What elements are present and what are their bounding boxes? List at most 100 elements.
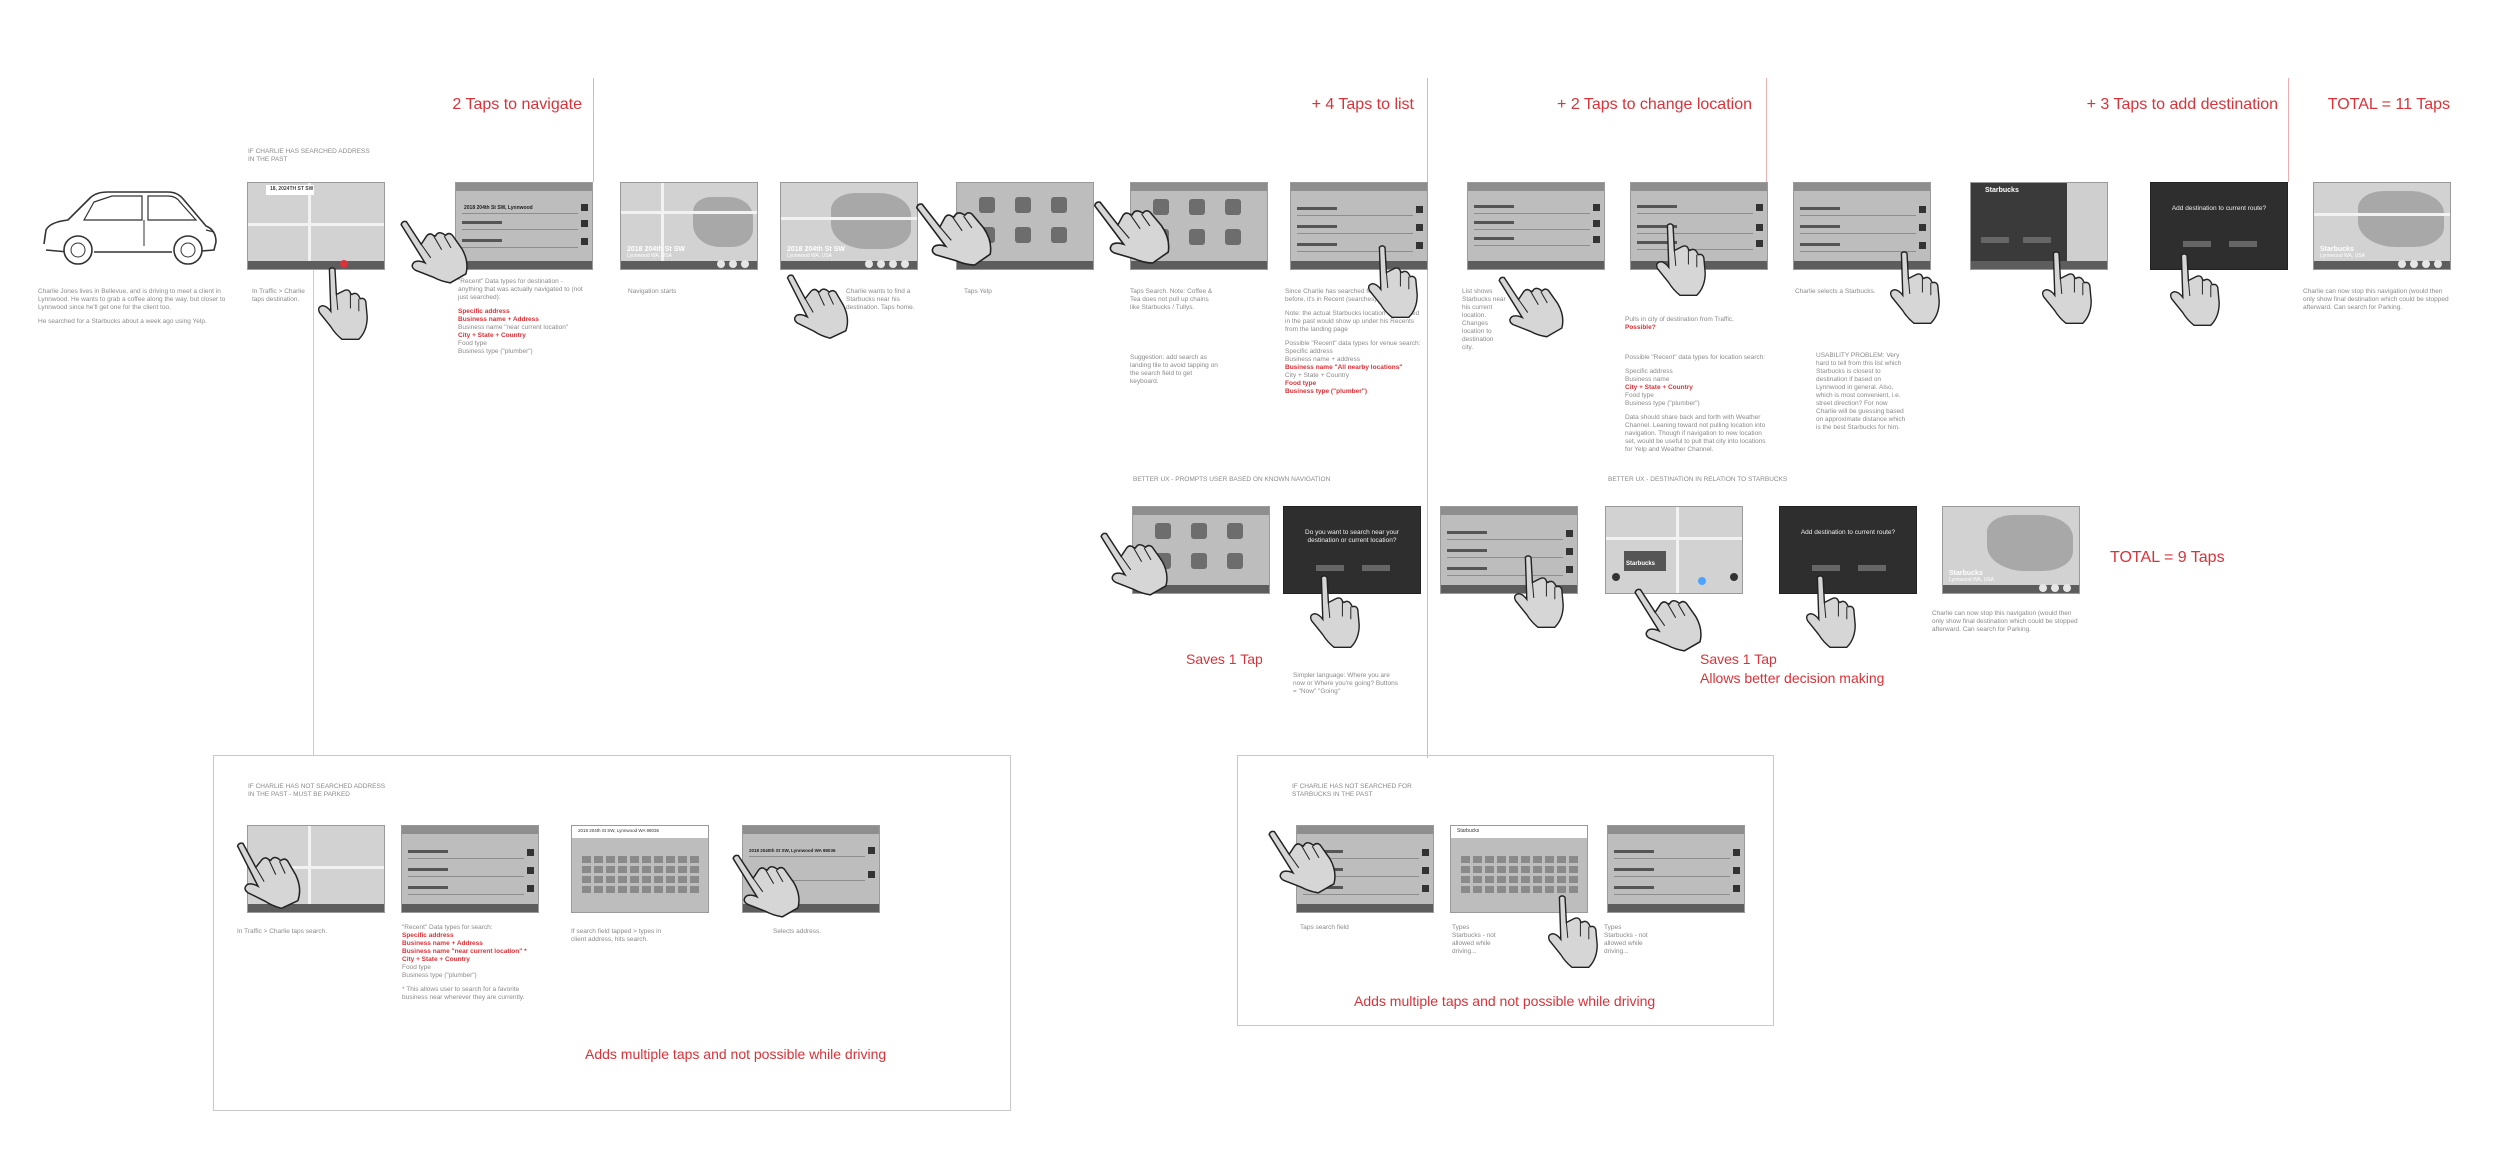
keyboard-key: [582, 886, 591, 893]
keyboard-key: [1485, 856, 1494, 863]
keyboard-key: [606, 866, 615, 873]
section-label: IF CHARLIE HAS SEARCHED ADDRESS IN THE P…: [248, 148, 370, 163]
keyboard-key: [1545, 856, 1554, 863]
caption-s8: List shows Starbucks near his current lo…: [1462, 288, 1506, 351]
keyboard-key: [1557, 866, 1566, 873]
caption-l3: If search field tapped > types in client…: [571, 928, 662, 943]
keyboard-key: [1545, 886, 1554, 893]
screen-better-add-destination: Add destination to current route?: [1779, 506, 1917, 594]
screen-final-route: Starbucks Lynnwood WA, USA: [2313, 182, 2451, 270]
keyboard-key: [690, 856, 699, 863]
keyboard-key: [666, 866, 675, 873]
header-total-9: TOTAL = 9 Taps: [2110, 549, 2225, 566]
keyboard-key: [654, 876, 663, 883]
keyboard-key: [1497, 876, 1506, 883]
caption-l2: "Recent" Data types for search: Specific…: [402, 924, 527, 1001]
keyboard-key: [630, 856, 639, 863]
caption-l4: Selects address.: [773, 928, 822, 935]
screen-starbucks-list-current: [1467, 182, 1605, 270]
caption-s10-usability: USABILITY PROBLEM: Very hard to tell fro…: [1816, 352, 1906, 431]
keyboard-key: [654, 886, 663, 893]
keyboard-key: [618, 876, 627, 883]
caption-s13: Charlie can now stop this navigation (wo…: [2303, 288, 2449, 311]
dialog-text: Add destination to current route?: [1800, 529, 1896, 536]
keyboard-key: [1533, 876, 1542, 883]
screen-better-prompt: Do you want to search near your destinat…: [1283, 506, 1421, 594]
keyboard-key: [1557, 856, 1566, 863]
keyboard-key: [690, 886, 699, 893]
keyboard-key: [1509, 876, 1518, 883]
caption-s7: Since Charlie has searched for Starbucks…: [1285, 288, 1421, 395]
keyboard-key: [594, 866, 603, 873]
tap-hand-icon: [2041, 251, 2092, 324]
screen-title: 2018 204th St SW: [627, 246, 685, 253]
caption-s6: Taps Search. Note: Coffee & Tea does not…: [1130, 288, 1213, 311]
tap-hand-icon: [1513, 555, 1564, 628]
caption-s2: "Recent" Data types for destination - an…: [458, 278, 583, 355]
keyboard-key: [1509, 856, 1518, 863]
keyboard-key: [582, 856, 591, 863]
keyboard-key: [690, 876, 699, 883]
caption-s3: Navigation starts: [628, 288, 677, 295]
screen-map-traffic: 18, 2024TH ST SW: [247, 182, 385, 270]
keyboard-key: [654, 856, 663, 863]
header-total-11: TOTAL = 11 Taps: [2327, 96, 2450, 113]
keyboard-key: [1509, 886, 1518, 893]
keyboard-key: [1569, 866, 1578, 873]
screen-navigation-home: 2018 204th St SW Lynnwood WA, USA: [780, 182, 918, 270]
note-saves-1-tap-2: Saves 1 Tap: [1700, 651, 1777, 667]
divider-line: [1766, 78, 1767, 182]
dialog-text: Add destination to current route?: [2171, 205, 2267, 212]
keyboard-key: [606, 876, 615, 883]
screen-subtitle: Lynnwood WA, USA: [627, 253, 672, 259]
section-label: BETTER UX - DESTINATION IN RELATION TO S…: [1608, 476, 1788, 483]
screen-better-home: [1132, 506, 1270, 594]
keyboard-key: [642, 876, 651, 883]
keyboard-key: [1473, 856, 1482, 863]
panel-not-searched-address: [213, 755, 1011, 1111]
caption-s4: Charlie wants to find a Starbucks near h…: [846, 288, 915, 311]
keyboard-key: [1497, 886, 1506, 893]
keyboard-key: [1533, 866, 1542, 873]
tap-hand-icon: [1655, 223, 1706, 296]
keyboard-key: [630, 866, 639, 873]
screen-right-recent: [1296, 825, 1434, 913]
screen-left-recent: [401, 825, 539, 913]
screen-subtitle: Lynnwood WA, USA: [787, 253, 832, 259]
dialog-text: Do you want to search near your destinat…: [1305, 529, 1399, 544]
caption-s10: Charlie selects a Starbucks.: [1795, 288, 1876, 295]
keyboard-key: [678, 886, 687, 893]
screen-yelp-recent: [1290, 182, 1428, 270]
caption-s9-types: Possible "Recent" data types for locatio…: [1625, 354, 1766, 453]
keyboard-key: [618, 856, 627, 863]
keyboard-key: [1473, 886, 1482, 893]
keyboard-key: [678, 866, 687, 873]
keyboard-key: [1569, 856, 1578, 863]
keyboard-key: [642, 856, 651, 863]
screen-title: Starbucks: [1949, 570, 1983, 577]
screen-better-map: Starbucks: [1605, 506, 1743, 594]
keyboard-key: [1473, 876, 1482, 883]
header-2-taps-navigate: 2 Taps to navigate: [452, 96, 582, 113]
keyboard-key: [1521, 876, 1530, 883]
keyboard-key: [666, 856, 675, 863]
screen-title: 2018 204th St SW: [787, 246, 845, 253]
connector-line: [313, 270, 314, 756]
screen-title: 2018 2040th St SW, Lynnwood WA 98036: [749, 848, 836, 853]
caption-r1: Taps search field: [1300, 924, 1349, 931]
tap-hand-icon: [1889, 251, 1940, 324]
screen-better-recent: [1440, 506, 1578, 594]
keyboard-key: [1461, 886, 1470, 893]
caption-l1: In Traffic > Charlie taps search.: [237, 928, 328, 935]
caption-s9: Pulls in city of destination from Traffi…: [1625, 316, 1734, 331]
tap-hand-icon: [1547, 895, 1598, 968]
header-3-taps-destination: + 3 Taps to add destination: [2086, 96, 2278, 113]
screen-starbucks-list-destination: [1793, 182, 1931, 270]
keyboard-key: [582, 866, 591, 873]
divider-line: [1427, 78, 1428, 758]
keyboard-key: [594, 886, 603, 893]
screen-starbucks-detail: Starbucks: [1970, 182, 2108, 270]
keyboard-key: [1485, 886, 1494, 893]
keyboard-key: [1473, 866, 1482, 873]
keyboard-key: [1545, 876, 1554, 883]
